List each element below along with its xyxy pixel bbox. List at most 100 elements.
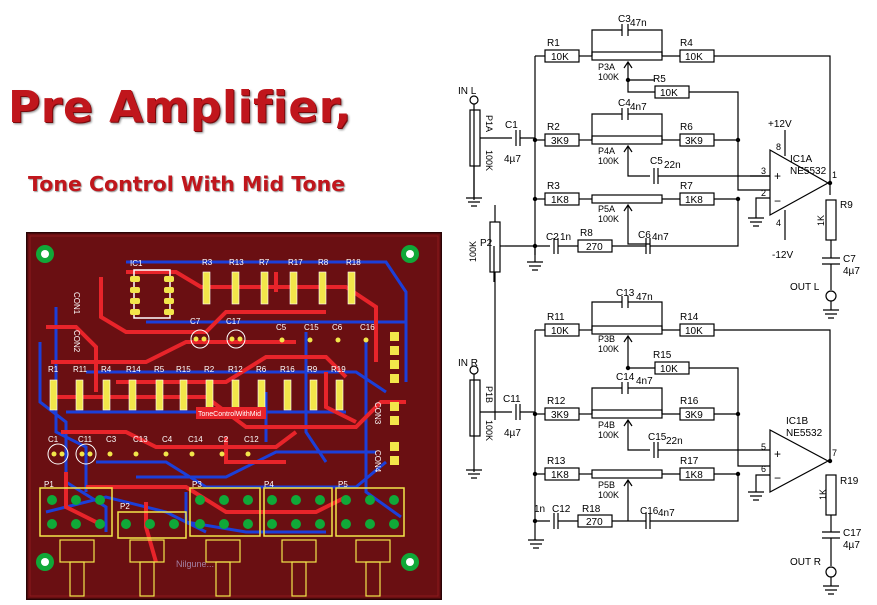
label-c12: C12	[552, 504, 571, 515]
label-r16: R16	[680, 396, 699, 407]
pcb-label-c16: C16	[360, 323, 375, 332]
label-p3b-value: 100K	[598, 344, 619, 354]
page-subtitle: Tone Control With Mid Tone	[28, 172, 346, 196]
label-c1: C1	[505, 120, 518, 131]
pcb-label-r2: R2	[204, 365, 215, 374]
label-r5: R5	[653, 74, 666, 85]
label-c11-value: 4µ7	[504, 428, 521, 439]
pcb-label-c11: C11	[78, 435, 93, 444]
label-r15: R15	[653, 350, 672, 361]
label-r11: R11	[547, 312, 565, 323]
pcb-label-c3: C3	[106, 435, 117, 444]
label-p5a-value: 100K	[598, 214, 619, 224]
label-c13: C13	[616, 288, 635, 299]
label-r6-value: 3K9	[685, 136, 703, 147]
label-c15-value: 22n	[666, 436, 683, 447]
label-vneg: -12V	[772, 250, 793, 261]
schematic-diagram: IN L P1A 100K C1 4µ7 R1 10K C3 47n P3A 1…	[458, 14, 862, 595]
label-c14-value: 4n7	[636, 376, 653, 387]
label-p2: P2	[480, 238, 493, 249]
label-r1: R1	[547, 38, 560, 49]
label-p3a: P3A	[598, 62, 615, 72]
pcb-ic-label: IC1	[130, 259, 143, 268]
label-p4a: P4A	[598, 146, 615, 156]
label-p3b: P3B	[598, 334, 615, 344]
label-p2-value: 100K	[468, 241, 478, 262]
label-c16-value: 4n7	[658, 508, 675, 519]
pcb-label-p3: P3	[192, 480, 202, 489]
pcb-label-r12: R12	[228, 365, 243, 374]
pcb-label-p1: P1	[44, 480, 54, 489]
label-pin2: 2	[761, 188, 766, 198]
label-c6-value: 4n7	[652, 232, 669, 243]
label-r2-value: 3K9	[551, 136, 569, 147]
label-pin5: 5	[761, 442, 766, 452]
pcb-label-c13: C13	[133, 435, 148, 444]
pcb-layout-image: IC1 R3 R13 R7 R17 R8 R18 CON1 CON2 CON3 …	[26, 232, 442, 600]
label-in-l: IN L	[458, 86, 477, 97]
label-c17: C17	[843, 528, 862, 539]
label-r19-value: 1K	[818, 489, 828, 500]
pcb-label-c7: C7	[190, 317, 201, 326]
pcb-label-r9: R9	[307, 365, 318, 374]
label-r7: R7	[680, 181, 693, 192]
label-p5b-value: 100K	[598, 490, 619, 500]
label-r13: R13	[547, 456, 566, 467]
label-r12-value: 3K9	[551, 410, 569, 421]
label-c14: C14	[616, 372, 635, 383]
pcb-label-p2: P2	[120, 502, 130, 511]
label-r14-value: 10K	[685, 326, 703, 337]
label-r18-value: 270	[586, 517, 603, 528]
label-ic1a: IC1A	[790, 154, 813, 165]
pcb-label-c1: C1	[48, 435, 59, 444]
pcb-label-c4: C4	[162, 435, 173, 444]
pcb-label-r8: R8	[318, 258, 329, 267]
pcb-label-c6: C6	[332, 323, 343, 332]
label-r8: R8	[580, 228, 593, 239]
label-r11-value: 10K	[551, 326, 569, 337]
label-c5-value: 22n	[664, 160, 681, 171]
label-c11: C11	[503, 394, 521, 405]
label-r1-value: 10K	[551, 52, 569, 63]
label-c17-value: 4µ7	[843, 540, 860, 551]
pcb-label-c17: C17	[226, 317, 241, 326]
pcb-label-p4: P4	[264, 480, 274, 489]
label-r8-value: 270	[586, 242, 603, 253]
label-out-l: OUT L	[790, 282, 820, 293]
label-pin4: 4	[776, 218, 781, 228]
label-c6: C6	[638, 230, 651, 241]
label-c12-value: 1n	[534, 504, 545, 515]
label-out-r: OUT R	[790, 557, 821, 568]
mounting-hole-icon	[36, 245, 419, 571]
pcb-label-r13: R13	[229, 258, 244, 267]
pcb-label-r11: R11	[73, 365, 88, 374]
pcb-label-p5: P5	[338, 480, 348, 489]
pcb-label-r15: R15	[176, 365, 191, 374]
label-p1a-value: 100K	[484, 150, 494, 171]
label-p1b: P1B	[484, 386, 494, 403]
label-pin7: 7	[832, 448, 837, 458]
label-in-r: IN R	[458, 358, 478, 369]
pcb-label-c12: C12	[244, 435, 259, 444]
label-p5a: P5A	[598, 204, 615, 214]
pcb-label-r19: R19	[331, 365, 346, 374]
label-c15: C15	[648, 432, 667, 443]
label-r6: R6	[680, 122, 693, 133]
label-p4b-value: 100K	[598, 430, 619, 440]
label-c2-value: 1n	[560, 232, 571, 243]
pcb-con3-label: CON3	[373, 402, 382, 425]
label-r15-value: 10K	[660, 364, 678, 375]
label-pin3: 3	[761, 166, 766, 176]
label-c4: C4	[618, 98, 631, 109]
pcb-label-r17: R17	[288, 258, 303, 267]
label-c4-value: 4n7	[630, 102, 647, 113]
label-ic1a-type: NE5532	[790, 166, 827, 177]
pcb-con1-label: CON1	[72, 292, 81, 315]
label-r9-value: 1K	[816, 215, 826, 226]
label-p4b: P4B	[598, 420, 615, 430]
label-inv-a: −	[774, 194, 781, 208]
label-pin1: 1	[832, 170, 837, 180]
label-c3-value: 47n	[630, 18, 647, 29]
label-c7: C7	[843, 254, 856, 265]
pcb-label-r3: R3	[202, 258, 213, 267]
